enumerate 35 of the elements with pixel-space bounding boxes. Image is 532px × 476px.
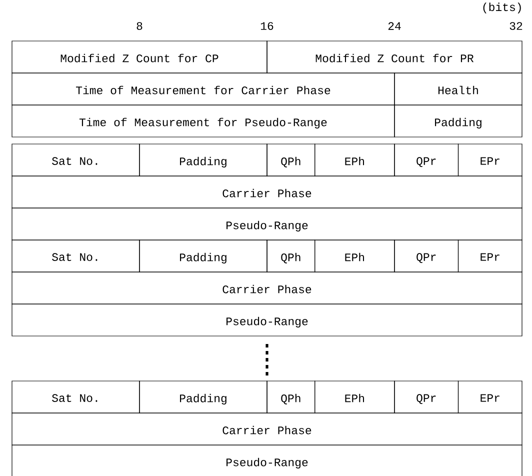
- table-cell: Pseudo-Range: [12, 304, 522, 336]
- table-cell: Padding: [394, 104, 522, 138]
- table-cell: QPh: [266, 240, 316, 272]
- table-cell: Pseudo-Range: [12, 208, 522, 240]
- table-cell: EPr: [458, 240, 522, 272]
- table-cell: EPr: [458, 380, 522, 414]
- table-cell: QPh: [266, 144, 316, 176]
- unit-label: (bits): [483, 2, 521, 14]
- table-cell: Padding: [139, 240, 268, 272]
- table-cell: EPh: [314, 380, 395, 414]
- table-cell: Padding: [139, 380, 268, 414]
- bit-number: 16: [260, 22, 274, 30]
- table-cell: Carrier Phase: [12, 272, 522, 304]
- table-cell: Time of Measurement for Carrier Phase: [12, 72, 395, 106]
- table-cell: Health: [394, 72, 522, 106]
- table-cell: EPh: [314, 240, 395, 272]
- table-cell: Modified Z Count for PR: [266, 40, 522, 74]
- table-cell: Sat No.: [12, 380, 140, 414]
- table-cell: EPh: [314, 144, 395, 176]
- table-cell: Carrier Phase: [12, 412, 522, 446]
- table-cell: Modified Z Count for CP: [12, 40, 268, 74]
- table-cell: Time of Measurement for Pseudo-Range: [12, 104, 395, 138]
- table-cell: Sat No.: [12, 240, 140, 272]
- table-cell: Carrier Phase: [12, 176, 522, 208]
- table-cell: Padding: [139, 144, 268, 176]
- table-cell: QPr: [394, 380, 459, 414]
- bit-number: 32: [510, 22, 522, 30]
- table-cell: QPh: [266, 380, 316, 414]
- table-cell: QPr: [394, 240, 459, 272]
- table-cell: QPr: [394, 144, 459, 176]
- table-cell: Sat No.: [12, 144, 140, 176]
- bit-number: 8: [136, 22, 142, 30]
- table-cell: Pseudo-Range: [12, 444, 522, 476]
- bit-number: 24: [388, 22, 401, 30]
- table-cell: EPr: [458, 144, 522, 176]
